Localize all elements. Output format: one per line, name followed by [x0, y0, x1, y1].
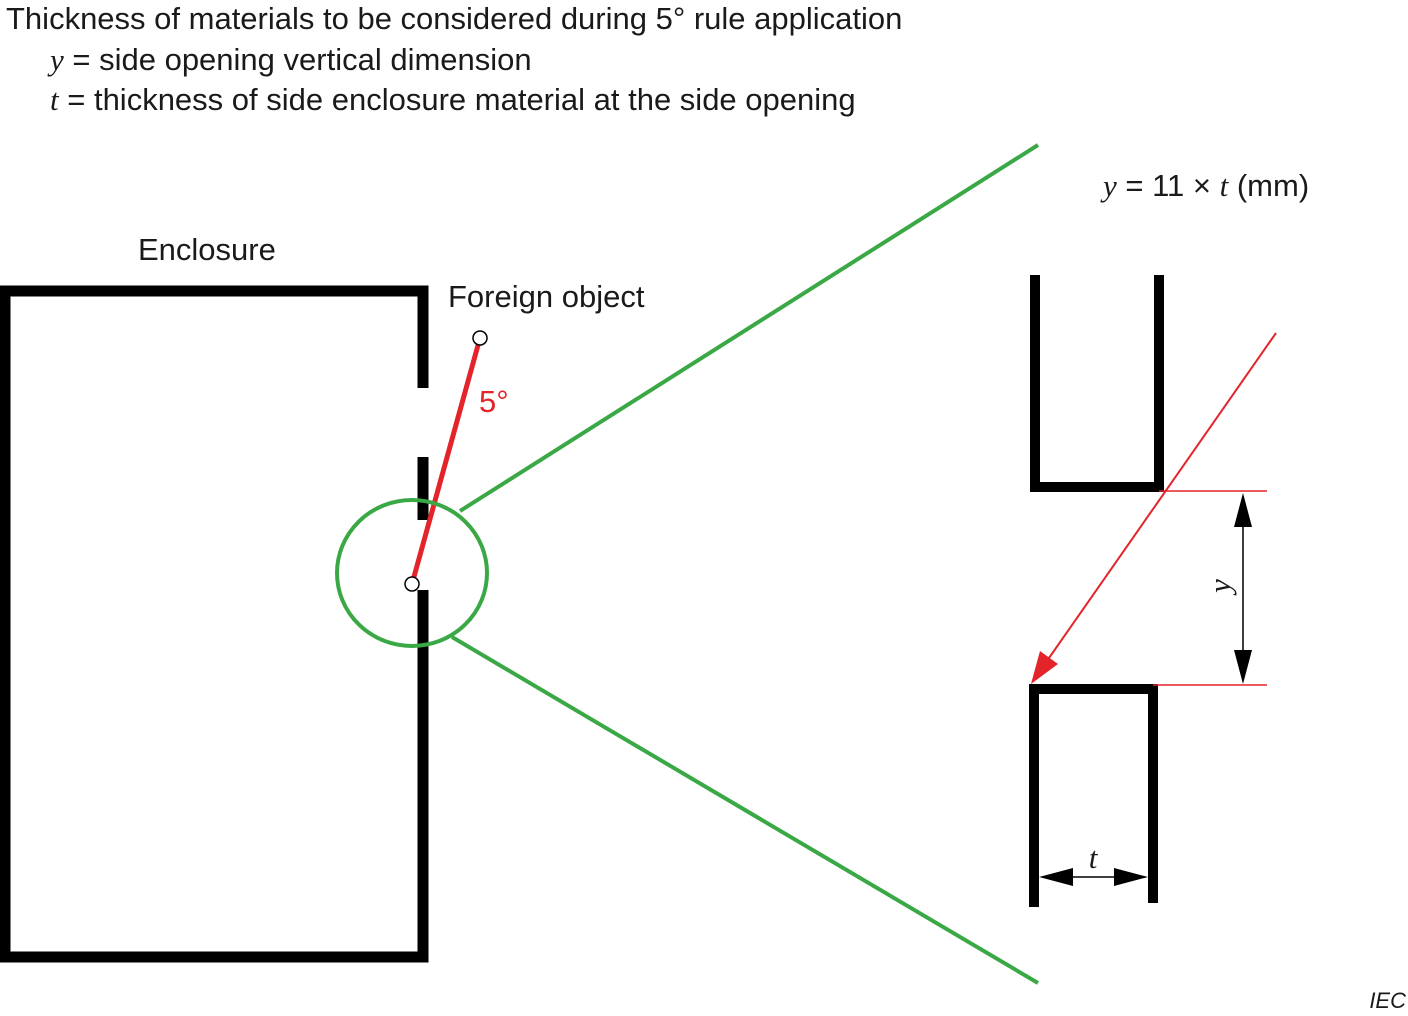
legend-row-t: t = thickness of side enclosure material…	[50, 82, 856, 117]
legend-symbol-y: y	[47, 42, 64, 77]
foreign-object-probe	[409, 337, 483, 585]
dim-t-arrow-left	[1039, 868, 1073, 886]
figure-title: Thickness of materials to be considered …	[6, 1, 902, 36]
detail-upper-wall	[1030, 275, 1164, 492]
dim-t-label: t	[1089, 840, 1099, 875]
dim-t-arrow-right	[1114, 868, 1148, 886]
dim-y-arrow-top	[1234, 493, 1252, 527]
legend-text-t: = thickness of side enclosure material a…	[59, 82, 856, 117]
formula-unit: (mm)	[1228, 168, 1309, 203]
formula: y = 11 × t (mm)	[1100, 168, 1309, 203]
probe-top-point	[472, 330, 488, 346]
formula-var-y: y	[1100, 168, 1117, 203]
iec-mark: IEC	[1369, 988, 1406, 1013]
dim-y-arrow-bottom	[1234, 650, 1252, 684]
ray-line	[1048, 332, 1277, 659]
probe-bottom-point	[404, 576, 420, 592]
magnifier-line-lower	[450, 635, 1040, 985]
enclosure-label: Enclosure	[138, 232, 276, 267]
enclosure-outline	[0, 285, 429, 963]
dim-y-label: y	[1202, 579, 1237, 596]
legend-text-y: = side opening vertical dimension	[64, 42, 532, 77]
magnifier-circle	[335, 498, 489, 648]
formula-middle: = 11 ×	[1117, 168, 1220, 203]
foreign-object-label: Foreign object	[448, 279, 645, 314]
ray-arrowhead	[1031, 651, 1058, 684]
magnifier-line-upper	[458, 143, 1040, 513]
formula-var-t: t	[1220, 168, 1230, 203]
legend-symbol-t: t	[50, 82, 60, 117]
angle-label: 5°	[479, 384, 509, 419]
detail-lower-wall	[1029, 684, 1158, 907]
legend-row-y: y = side opening vertical dimension	[47, 42, 532, 77]
